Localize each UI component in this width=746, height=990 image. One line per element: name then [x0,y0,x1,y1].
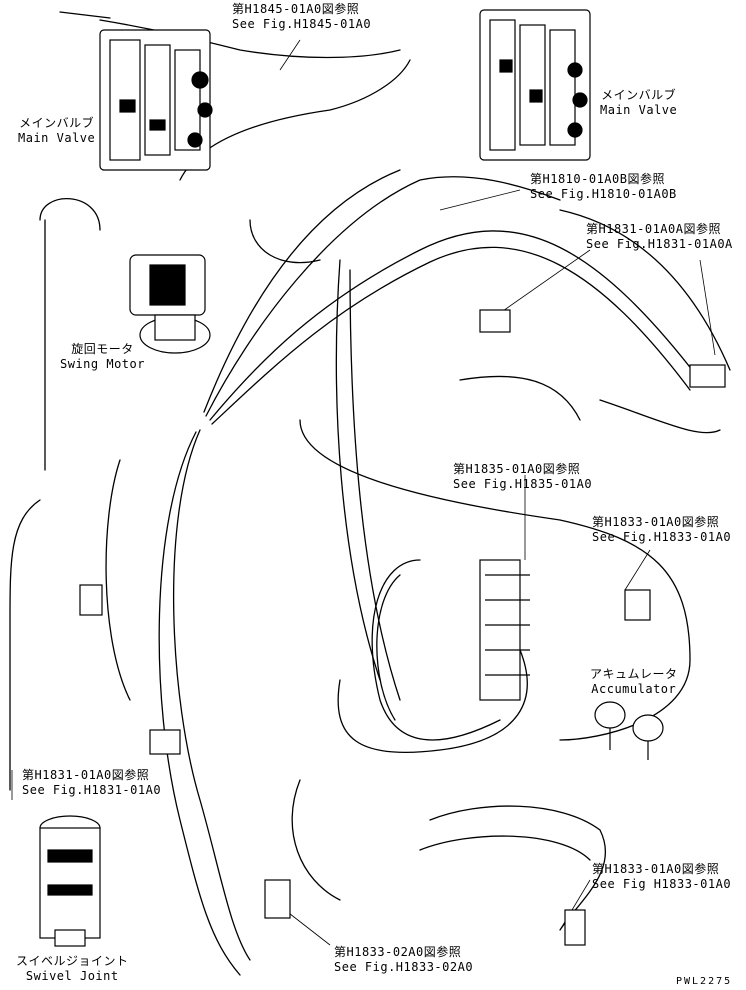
hose [172,429,251,961]
hose [211,246,691,425]
hose [419,835,591,861]
hose [203,169,401,413]
hose [376,574,401,721]
hose [209,230,701,421]
hose [158,431,241,976]
hose [249,219,321,264]
valve-block [79,309,726,946]
swivel-joint [39,815,101,947]
hose [9,499,41,791]
hose [459,375,581,421]
hose [337,649,528,754]
hose [179,59,411,181]
hose [59,11,111,19]
hose [291,779,341,901]
hose [205,176,561,417]
drawing-code: PWL2275 [676,976,733,987]
hose [349,269,401,701]
hose [105,459,131,701]
hose [429,805,607,931]
main-valve-right [479,9,591,161]
hose [39,198,101,231]
hose [335,259,381,681]
accumulator-1 [594,701,626,750]
hose [559,209,731,371]
accumulator-2 [632,714,664,760]
main-valve-left [99,29,213,171]
manifold-block [479,559,530,701]
hose [599,399,721,434]
swing-motor [129,254,211,354]
hose [371,559,501,741]
